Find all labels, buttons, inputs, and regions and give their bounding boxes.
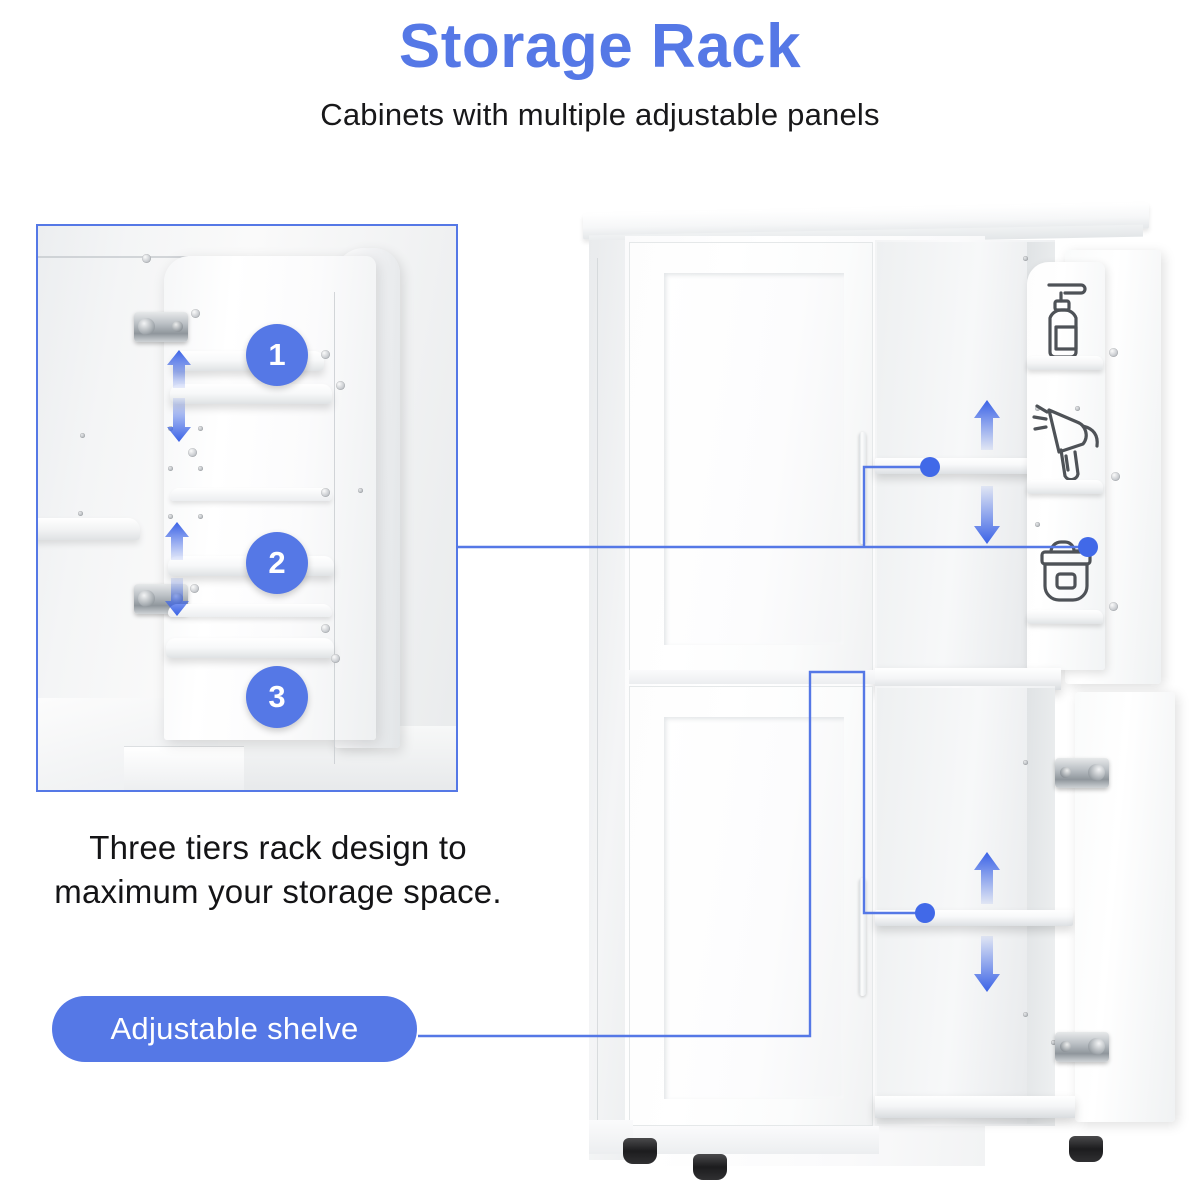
cosmetic-case-icon bbox=[1033, 530, 1099, 606]
cabinet-foot bbox=[693, 1154, 727, 1180]
tier-badge-2: 2 bbox=[246, 532, 308, 594]
screw-icon bbox=[321, 624, 330, 633]
door-inset-panel bbox=[664, 717, 844, 1099]
page-subtitle: Cabinets with multiple adjustable panels bbox=[320, 97, 880, 133]
cabinet-bottom-panel bbox=[875, 1096, 1075, 1118]
screw-icon bbox=[321, 350, 330, 359]
screw-icon bbox=[321, 488, 330, 497]
screw-icon bbox=[191, 309, 200, 318]
tier-1-up-arrow bbox=[166, 350, 192, 388]
rack-tier-1-shelf bbox=[170, 384, 332, 404]
screw-icon bbox=[1109, 602, 1118, 611]
screw-icon bbox=[1035, 406, 1040, 411]
cabinet-left-side-seam bbox=[597, 258, 623, 1148]
screw-icon bbox=[336, 381, 345, 390]
tier-2-down-arrow bbox=[164, 578, 190, 616]
tier-1-down-arrow bbox=[166, 398, 192, 442]
upper-shelf-up-arrow bbox=[973, 400, 1001, 450]
screw-icon bbox=[168, 514, 173, 519]
detail-caption: Three tiers rack design to maximum your … bbox=[54, 829, 502, 910]
screw-icon bbox=[1023, 760, 1028, 765]
cabinet-lower-drawer-edge bbox=[124, 746, 244, 790]
detail-photo-panel: 1 2 3 bbox=[36, 224, 458, 792]
screw-icon bbox=[198, 514, 203, 519]
soap-dispenser-icon bbox=[1035, 272, 1091, 362]
hinge-icon bbox=[1055, 1032, 1109, 1062]
door-rack-shelf-3 bbox=[1027, 610, 1103, 624]
door-seam bbox=[334, 292, 335, 764]
screw-icon bbox=[1023, 256, 1028, 261]
screw-icon bbox=[80, 433, 85, 438]
screw-icon bbox=[1075, 406, 1080, 411]
screw-icon bbox=[358, 488, 363, 493]
tier-2-up-arrow bbox=[164, 522, 190, 560]
cabinet-mid-rail bbox=[629, 670, 875, 684]
upper-shelf-down-arrow bbox=[973, 486, 1001, 544]
screw-icon bbox=[1109, 348, 1118, 357]
upper-compartment-back-wall bbox=[877, 242, 1027, 670]
adjustable-shelve-callout-pill: Adjustable shelve bbox=[52, 996, 417, 1062]
door-rack-shelf-2 bbox=[1027, 480, 1103, 494]
cabinet-product-photo bbox=[575, 200, 1195, 1190]
center-divider-shelf bbox=[875, 668, 1061, 690]
screw-icon bbox=[1023, 1012, 1028, 1017]
cabinet-foot bbox=[1069, 1136, 1103, 1162]
lower-left-door-handle[interactable] bbox=[859, 878, 866, 996]
lower-compartment-right-wall bbox=[1027, 688, 1055, 1124]
screw-icon bbox=[1051, 1040, 1056, 1045]
upper-adjustable-shelf[interactable] bbox=[875, 458, 1037, 474]
screw-icon bbox=[198, 466, 203, 471]
upper-left-door[interactable] bbox=[629, 242, 873, 672]
screw-icon bbox=[1035, 522, 1040, 527]
screw-icon bbox=[1111, 472, 1120, 481]
rack-tier-3-rail bbox=[168, 604, 332, 617]
lower-compartment-back-wall bbox=[877, 688, 1027, 1124]
screw-icon bbox=[190, 584, 199, 593]
upper-left-door-handle[interactable] bbox=[859, 432, 866, 544]
header: Storage Rack Cabinets with multiple adju… bbox=[0, 0, 1200, 133]
screw-icon bbox=[198, 426, 203, 431]
page-title: Storage Rack bbox=[398, 12, 802, 81]
cabinet-front-plinth bbox=[629, 1126, 879, 1154]
lower-shelf-up-arrow bbox=[973, 852, 1001, 904]
tier-badge-1: 1 bbox=[246, 324, 308, 386]
left-interior-shelf bbox=[38, 518, 140, 540]
screw-icon bbox=[188, 448, 197, 457]
lower-adjustable-shelf[interactable] bbox=[875, 910, 1073, 926]
screw-icon bbox=[331, 654, 340, 663]
rack-tier-2-rail bbox=[170, 488, 332, 501]
screw-icon bbox=[142, 254, 151, 263]
hinge-icon bbox=[1055, 758, 1109, 788]
rack-tier-3-shelf bbox=[166, 638, 334, 658]
lower-shelf-down-arrow bbox=[973, 936, 1001, 992]
lower-left-door[interactable] bbox=[629, 686, 873, 1126]
hinge-icon bbox=[134, 312, 188, 342]
screw-icon bbox=[78, 511, 83, 516]
door-inset-panel bbox=[664, 273, 844, 645]
cabinet-foot bbox=[623, 1138, 657, 1164]
screw-icon bbox=[168, 466, 173, 471]
hair-dryer-icon bbox=[1031, 398, 1103, 484]
door-rack-shelf-1 bbox=[1027, 356, 1103, 370]
tier-badge-3: 3 bbox=[246, 666, 308, 728]
